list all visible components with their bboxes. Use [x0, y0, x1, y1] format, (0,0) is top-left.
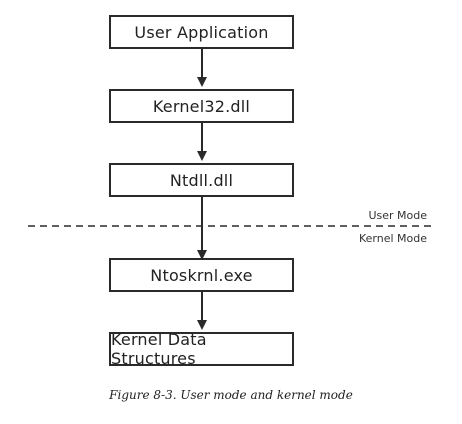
box-kernel32: Kernel32.dll [109, 89, 294, 123]
box-ntdll: Ntdll.dll [109, 163, 294, 197]
box-kernel-data-structures: Kernel Data Structures [109, 330, 294, 368]
user-mode-label: User Mode [368, 209, 427, 222]
kernel-mode-label: Kernel Mode [358, 232, 427, 245]
box-user-application: User Application [109, 15, 294, 49]
box-ntoskrnl: Ntoskrnl.exe [109, 258, 294, 292]
figure-caption: Figure 8-3. User mode and kernel mode [109, 388, 353, 402]
